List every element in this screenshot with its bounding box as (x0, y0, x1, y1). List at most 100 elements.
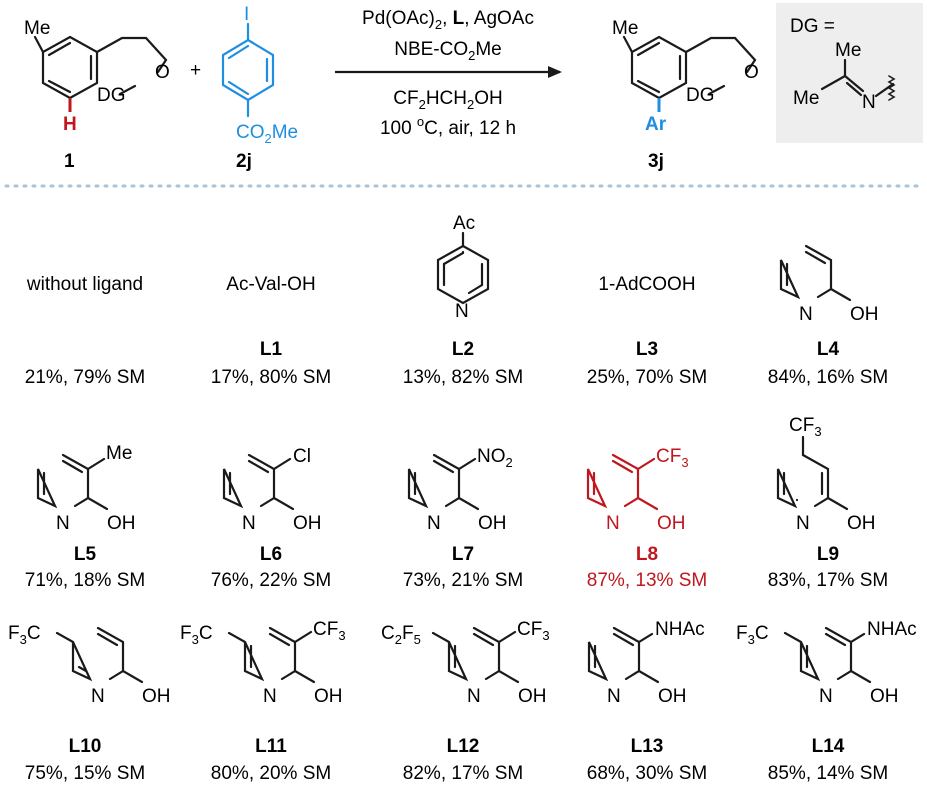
ligand-L13-label: L13 (631, 736, 664, 757)
ligand-L11-yield: 80%, 20% SM (211, 763, 331, 784)
ligand-L5-nitrogen: N (56, 513, 70, 534)
product-methyl-label: Me (612, 18, 638, 39)
ligand-L7-nitro: NO2 (477, 446, 513, 470)
ligand-L2-yield: 13%, 82% SM (403, 367, 523, 388)
ligand-L10-label: L10 (69, 736, 102, 757)
ligand-L3-name: 1-AdCOOH (598, 274, 695, 295)
ligand-L10-structure (55, 626, 144, 684)
ligand-L14-label: L14 (812, 736, 845, 757)
ligand-L1-name: Ac-Val-OH (226, 274, 315, 295)
ligand-L10-trifluoromethyl: F3C (8, 623, 41, 647)
ligand-L9-nitrogen: N (796, 513, 810, 534)
ligand-L8-yield: 87%, 13% SM (587, 570, 707, 591)
ligand-L12-hydroxyl: OH (518, 686, 547, 707)
ligand-L11-structure (227, 626, 316, 684)
ligand-L9-hydroxyl: OH (847, 513, 876, 534)
ligand-L5-methyl: Me (106, 443, 132, 464)
ligand-L8-hydroxyl: OH (657, 513, 686, 534)
ligand-L12-nitrogen: N (467, 686, 481, 707)
ligand-L4-label: L4 (817, 339, 840, 360)
ligand-L6-hydroxyl: OH (293, 513, 322, 534)
ligand-L13-hydroxyl: OH (658, 686, 687, 707)
product-o-label: O (744, 62, 759, 83)
ligand-L12-structure (431, 626, 520, 684)
ligand-L3-label: L3 (636, 339, 658, 360)
ligand-L12-label: L12 (447, 736, 480, 757)
ligand-L14-hydroxyl: OH (870, 686, 899, 707)
ligand-L12-yield: 82%, 17% SM (403, 763, 523, 784)
reagent-ester-label: CO2Me (236, 122, 298, 146)
ligand-L6-structure (222, 453, 295, 511)
ligand-L5-structure (36, 453, 109, 511)
ligand-L4-structure (779, 244, 852, 302)
conditions-catalyst: Pd(OAc)2, L, AgOAc (362, 8, 534, 32)
ligand-L1-label: L1 (260, 339, 283, 360)
ligand-L3-yield: 25%, 70% SM (587, 367, 707, 388)
ligand-L10-hydroxyl: OH (142, 686, 171, 707)
substrate-methyl-label: Me (24, 18, 50, 39)
ligand-L11-trifluoromethyl-5: F3C (180, 623, 213, 647)
product-ar-label: Ar (645, 114, 667, 135)
ligand-L11-hydroxyl: OH (314, 686, 343, 707)
ligand-L10-yield: 75%, 15% SM (25, 763, 145, 784)
dg-box-nitrogen: N (862, 92, 876, 113)
ligand-L4-yield: 84%, 16% SM (768, 367, 888, 388)
ligand-L1-yield: 17%, 80% SM (211, 367, 331, 388)
ligand-none-yield: 21%, 79% SM (25, 367, 145, 388)
dg-box-methyl-left: Me (793, 88, 819, 109)
ligand-L9-structure (776, 435, 849, 511)
ligand-L6-nitrogen: N (242, 513, 256, 534)
ligand-L6-chloro: Cl (293, 446, 311, 467)
ligand-L12-pentafluoroethyl: C2F5 (381, 623, 421, 647)
substrate-o-label: O (155, 62, 170, 83)
ligand-L7-structure (407, 453, 480, 511)
ligand-L9-label: L9 (817, 544, 839, 565)
ligand-L5-yield: 71%, 18% SM (25, 570, 145, 591)
conditions-mediator: NBE-CO2Me (394, 39, 502, 63)
ligand-L2-label: L2 (452, 339, 474, 360)
substrate-h-label: H (63, 114, 77, 135)
dg-box-methyl-top: Me (835, 40, 861, 61)
ligand-L9-yield: 83%, 17% SM (768, 570, 888, 591)
ligand-L2-nitrogen: N (455, 301, 469, 322)
ligand-L12-trifluoromethyl: CF3 (517, 619, 550, 643)
ligand-L14-yield: 85%, 14% SM (768, 763, 888, 784)
ligand-L13-nitrogen: N (607, 686, 621, 707)
ligand-L10-nitrogen: N (91, 686, 105, 707)
ligand-L6-label: L6 (260, 544, 282, 565)
ligand-L13-acetamido: NHAc (655, 619, 705, 640)
dg-definition-box (776, 3, 923, 143)
ligand-L7-yield: 73%, 21% SM (403, 570, 523, 591)
product-compound-label: 3j (648, 151, 664, 172)
ligand-L8-nitrogen: N (606, 513, 620, 534)
ligand-L8-structure (586, 453, 659, 511)
plus-sign: + (190, 60, 201, 81)
ligand-L14-acetamido: NHAc (867, 619, 917, 640)
ligand-L8-trifluoromethyl: CF3 (656, 446, 689, 470)
ligand-L9-trifluoromethyl: CF3 (789, 415, 822, 439)
substrate-dg-label: DG (97, 85, 126, 106)
dg-structure (820, 58, 896, 101)
ligand-L11-nitrogen: N (263, 686, 277, 707)
product-dg-label: DG (686, 85, 715, 106)
ligand-L13-structure (587, 626, 660, 684)
ligand-L2-acetyl: Ac (453, 213, 475, 234)
ligand-L11-label: L11 (255, 736, 287, 757)
ligand-L5-hydroxyl: OH (107, 513, 136, 534)
ligand-none-name: without ligand (26, 274, 143, 295)
ligand-L7-label: L7 (452, 544, 474, 565)
ligand-L14-trifluoromethyl: F3C (736, 623, 769, 647)
ligand-L8-label: L8 (636, 544, 658, 565)
ligand-L5-label: L5 (74, 544, 97, 565)
product-3j (622, 35, 757, 100)
dg-box-title: DG = (790, 16, 835, 37)
ligand-L14-structure (783, 626, 872, 684)
reagent-2j (221, 22, 275, 118)
ligand-L7-nitrogen: N (427, 513, 441, 534)
conditions-solvent: CF2HCH2OH (393, 88, 502, 112)
ligand-L7-hydroxyl: OH (478, 513, 507, 534)
reagent-iodo-label: I (244, 4, 249, 25)
ligand-L14-nitrogen: N (819, 686, 833, 707)
reagent-compound-label: 2j (236, 151, 252, 172)
